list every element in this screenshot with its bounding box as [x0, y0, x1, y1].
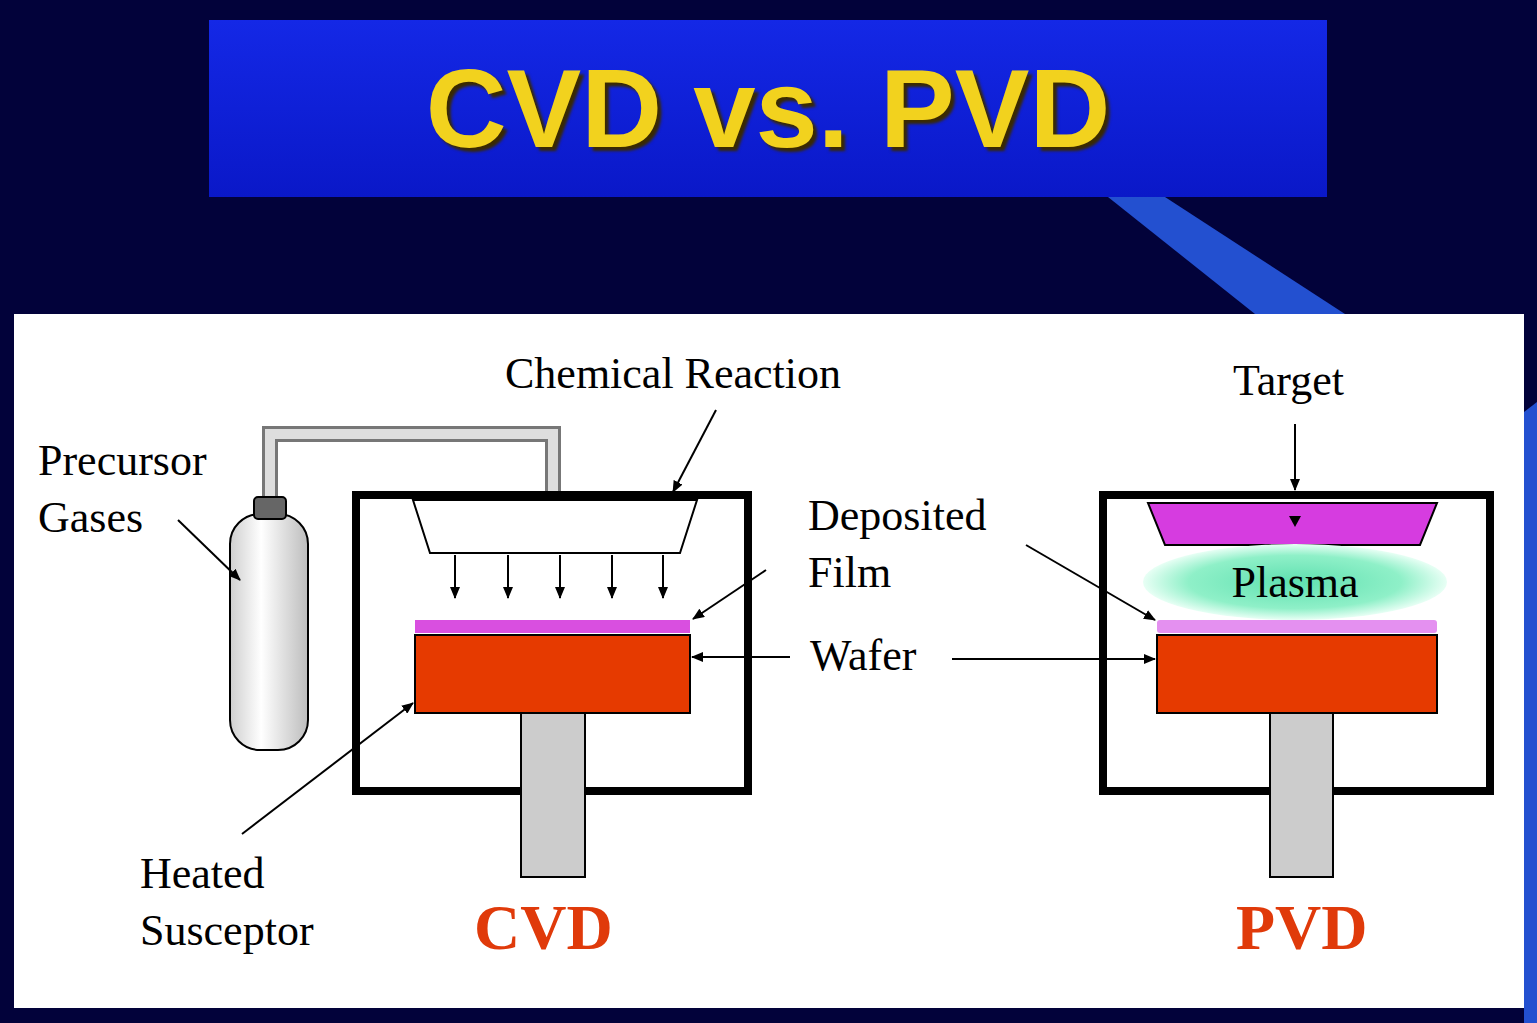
- showerhead: [413, 500, 697, 553]
- plasma-cloud: Plasma: [1143, 544, 1447, 620]
- callout-label: Target: [1233, 352, 1373, 409]
- wafer: [1157, 635, 1437, 713]
- susceptor-stem: [521, 713, 585, 877]
- deposited-film: [415, 620, 690, 633]
- target-mark: [1289, 516, 1301, 527]
- leader-lines: [178, 410, 1295, 834]
- pvd-reactor: [1103, 495, 1490, 877]
- gas-pipe: [270, 434, 553, 500]
- node-text: Plasma: [1231, 557, 1358, 608]
- title-banner: CVD vs. PVD: [209, 20, 1327, 197]
- section-label: PVD: [1236, 893, 1436, 963]
- gas-flow-arrows: [455, 555, 663, 598]
- stripe: [1524, 402, 1537, 1023]
- wafer-stem: [1270, 713, 1333, 877]
- target: [1148, 503, 1437, 545]
- stripe: [1108, 197, 1345, 314]
- gas-bottle: [230, 514, 308, 750]
- deposited-film: [1157, 620, 1437, 633]
- section-label: CVD: [474, 893, 674, 963]
- bottle-valve: [254, 497, 286, 519]
- heated-susceptor: [415, 635, 690, 713]
- title: CVD vs. PVD: [426, 44, 1111, 173]
- callout-label: Chemical Reaction: [505, 345, 905, 402]
- cvd-reactor: [230, 434, 748, 877]
- callout-label: Precursor Gases: [38, 432, 243, 546]
- gas-pipe: [270, 434, 553, 500]
- callout-label: Deposited Film: [808, 487, 1023, 601]
- callout-label: Heated Susceptor: [140, 845, 355, 959]
- callout-label: Wafer: [810, 627, 950, 684]
